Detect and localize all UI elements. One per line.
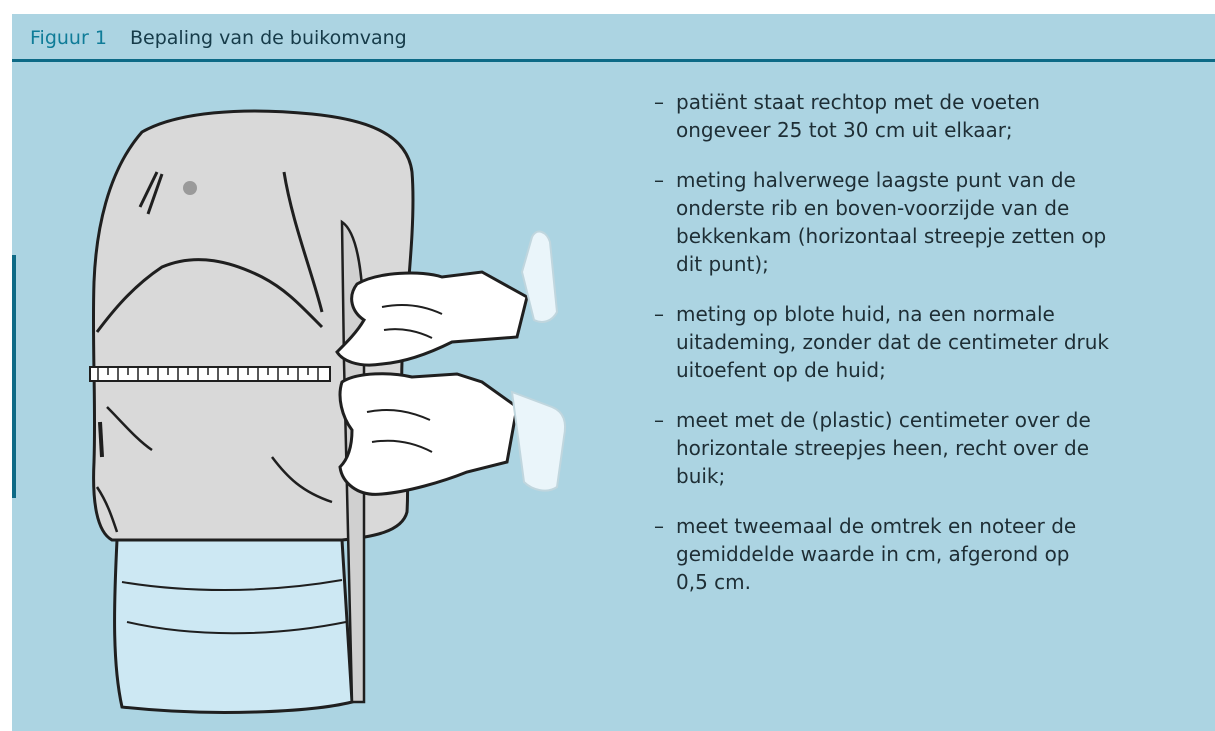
instruction-item: – patiënt staat rechtop met de voeten on…: [654, 88, 1194, 144]
instruction-text: meet tweemaal de omtrek en noteer de gem…: [676, 514, 1076, 594]
bullet-dash: –: [654, 300, 664, 328]
figure-caption: Figuur 1 Bepaling van de buikomvang: [12, 14, 1215, 62]
bullet-dash: –: [654, 406, 664, 434]
figure-title: Bepaling van de buikomvang: [130, 27, 407, 49]
lower-hand: [340, 374, 565, 495]
instruction-item: – meet met de (plastic) centimeter over …: [654, 406, 1194, 490]
instruction-item: – meting halverwege laagste punt van de …: [654, 166, 1194, 278]
instruction-item: – meting op blote huid, na een normale u…: [654, 300, 1194, 384]
instruction-text: meting op blote huid, na een normale uit…: [676, 302, 1109, 382]
instruction-text: meet met de (plastic) centimeter over de…: [676, 408, 1091, 488]
bullet-dash: –: [654, 88, 664, 116]
instruction-list: – patiënt staat rechtop met de voeten on…: [654, 88, 1194, 618]
measuring-tape: [90, 367, 330, 381]
instruction-text: patiënt staat rechtop met de voeten onge…: [676, 90, 1040, 142]
instruction-text: meting halverwege laagste punt van de on…: [676, 168, 1106, 276]
bullet-dash: –: [654, 512, 664, 540]
figure-label: Figuur 1: [30, 27, 107, 49]
instruction-item: – meet tweemaal de omtrek en noteer de g…: [654, 512, 1194, 596]
bullet-dash: –: [654, 166, 664, 194]
waist-measurement-illustration: [12, 62, 632, 731]
